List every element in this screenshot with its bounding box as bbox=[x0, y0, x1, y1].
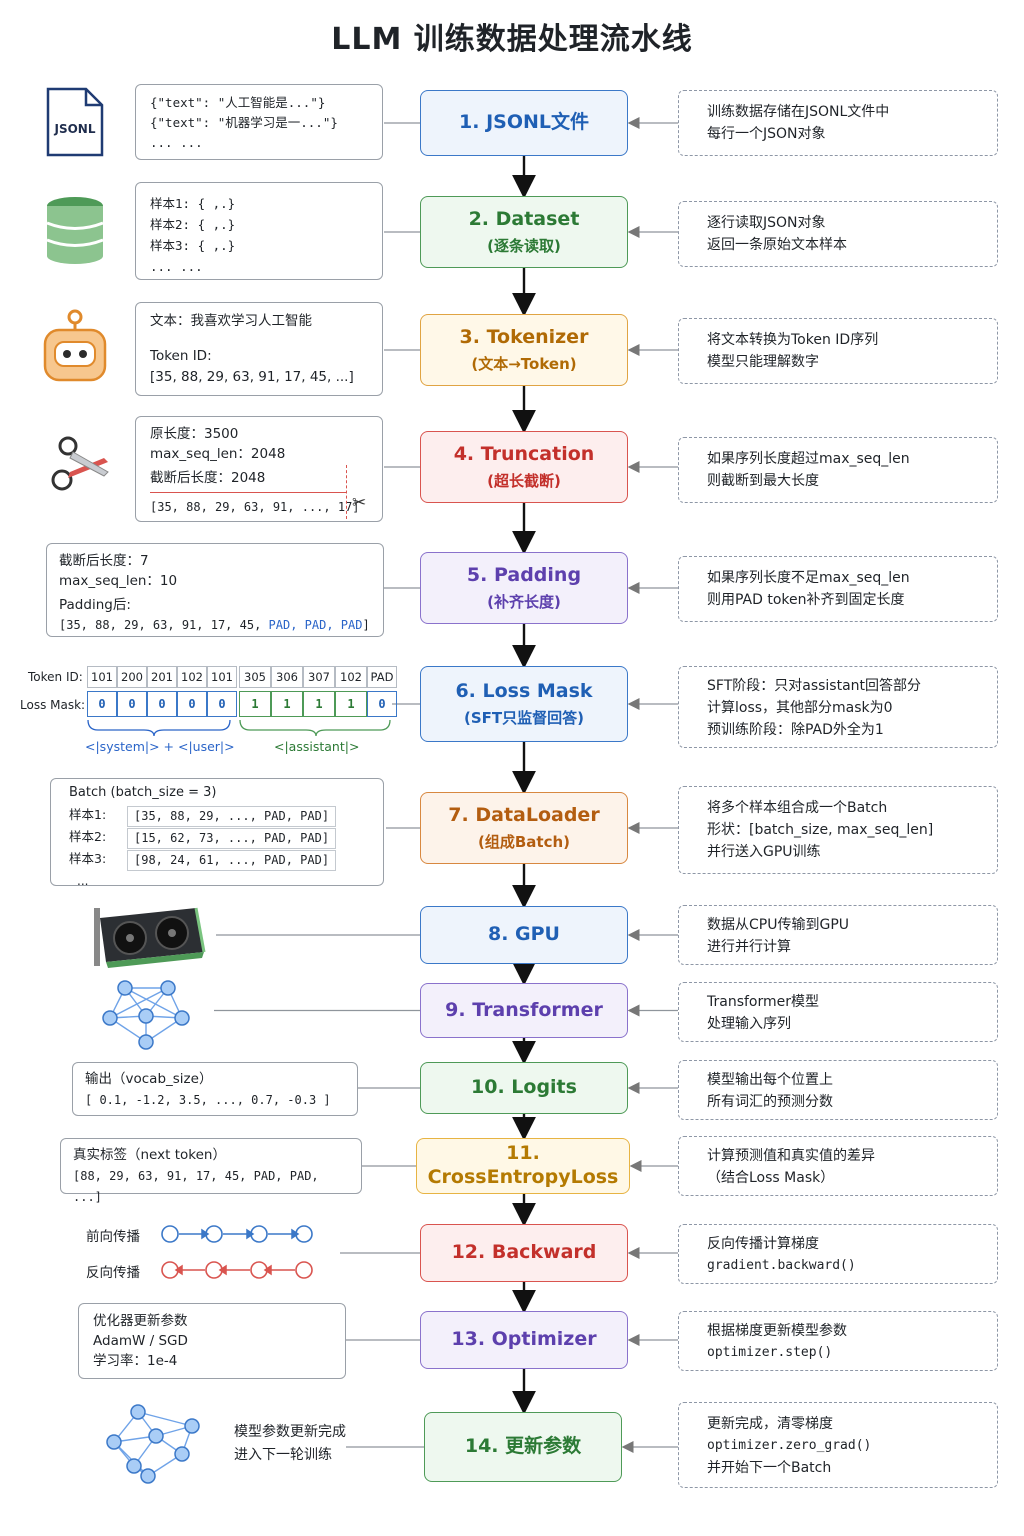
gpu-card-icon bbox=[92, 900, 212, 976]
padding-sample-box: 截断后长度：7 max_seq_len：10 Padding后: [35, 88… bbox=[46, 543, 384, 637]
batch-row-values: [98, 24, 61, ..., PAD, PAD] bbox=[127, 850, 337, 871]
scissors-icon bbox=[48, 432, 112, 500]
tokenizer-sample-box: 文本：我喜欢学习人工智能 Token ID: [35, 88, 29, 63, … bbox=[135, 302, 383, 396]
loss-mask-cell: 0 bbox=[87, 691, 117, 717]
batch-row-label: 样本2: bbox=[69, 829, 107, 844]
loss-mask-cell: 1 bbox=[271, 691, 303, 717]
label-box: 真实标签（next token） [88, 29, 63, 91, 17, 45… bbox=[60, 1138, 362, 1204]
stage-update-params: 14. 更新参数 bbox=[424, 1412, 622, 1482]
desc-logits: 模型输出每个位置上所有词汇的预测分数 bbox=[678, 1060, 998, 1120]
desc-jsonl: 训练数据存储在JSONL文件中每行一个JSON对象 bbox=[678, 90, 998, 156]
batch-row: 样本2: [15, 62, 73, ..., PAD, PAD] bbox=[69, 828, 373, 849]
batch-row-label: 样本1: bbox=[69, 807, 107, 822]
cut-icon: ✂ bbox=[352, 493, 367, 513]
stage-tokenizer: 3. Tokenizer(文本→Token) bbox=[420, 314, 628, 386]
dataset-sample-box: 样本1: { ,.}样本2: { ,.}样本3: { ,.}... ... bbox=[135, 182, 383, 280]
mask-group-braces bbox=[87, 719, 391, 737]
token-id-cell: 102 bbox=[177, 666, 207, 688]
logits-output-box: 输出（vocab_size） [ 0.1, -1.2, 3.5, ..., 0.… bbox=[72, 1062, 358, 1116]
batch-row: 样本1: [35, 88, 29, ..., PAD, PAD] bbox=[69, 806, 373, 827]
stage-jsonl: 1. JSONL文件 bbox=[420, 90, 628, 156]
loss-mask-cell: 1 bbox=[303, 691, 335, 717]
batch-row-values: [35, 88, 29, ..., PAD, PAD] bbox=[127, 806, 337, 827]
loss-mask-label: Loss Mask: bbox=[20, 698, 86, 712]
forward-label: 前向传播 bbox=[86, 1229, 140, 1245]
token-id-cell: 305 bbox=[239, 666, 271, 688]
token-id-cell: 200 bbox=[117, 666, 147, 688]
stage-logits: 10. Logits bbox=[420, 1062, 628, 1114]
stage-backward: 12. Backward bbox=[420, 1224, 628, 1282]
token-id-cell: 101 bbox=[87, 666, 117, 688]
loss-mask-cell: 0 bbox=[147, 691, 177, 717]
backward-label: 反向传播 bbox=[86, 1265, 140, 1281]
token-id-cell: PAD bbox=[367, 666, 397, 688]
desc-cross-entropy: 计算预测值和真实值的差异（结合Loss Mask） bbox=[678, 1136, 998, 1196]
stage-padding: 5. Padding(补齐长度) bbox=[420, 552, 628, 624]
robot-icon bbox=[42, 308, 108, 386]
token-id-cell: 101 bbox=[207, 666, 237, 688]
desc-dataset: 逐行读取JSON对象返回一条原始文本样本 bbox=[678, 201, 998, 267]
loss-mask-cell: 1 bbox=[335, 691, 367, 717]
loss-mask-cell: 0 bbox=[117, 691, 147, 717]
jsonl-icon-label: JSONL bbox=[54, 122, 96, 136]
group-system-user: <|system|> + <|user|> bbox=[85, 739, 235, 754]
stage-cross-entropy: 11. CrossEntropyLoss bbox=[416, 1138, 630, 1194]
stage-optimizer: 13. Optimizer bbox=[420, 1311, 628, 1369]
batch-row: 样本3: [98, 24, 61, ..., PAD, PAD] bbox=[69, 850, 373, 871]
batch-row-label: 样本3: bbox=[69, 851, 107, 866]
token-id-label: Token ID: bbox=[28, 670, 83, 684]
propagation-diagram bbox=[161, 1225, 313, 1279]
desc-tokenizer: 将文本转换为Token ID序列模型只能理解数字 bbox=[678, 318, 998, 384]
token-id-cell: 306 bbox=[271, 666, 303, 688]
token-id-cell: 102 bbox=[335, 666, 367, 688]
updated-network-icon bbox=[100, 1404, 204, 1488]
page-title: LLM 训练数据处理流水线 bbox=[331, 22, 693, 57]
network-icon bbox=[100, 978, 190, 1058]
jsonl-file-icon: JSONL bbox=[44, 86, 106, 158]
stage-truncation: 4. Truncation(超长截断) bbox=[420, 431, 628, 503]
group-assistant: <|assistant|> bbox=[274, 739, 360, 754]
loss-mask-cell: 1 bbox=[239, 691, 271, 717]
loss-mask-cell: 0 bbox=[367, 691, 397, 717]
jsonl-sample-box: {"text": "人工智能是..."}{"text": "机器学习是一..."… bbox=[135, 84, 383, 160]
stage-loss-mask: 6. Loss Mask(SFT只监督回答) bbox=[420, 666, 628, 742]
stage-gpu: 8. GPU bbox=[420, 906, 628, 964]
stage-dataloader: 7. DataLoader(组成Batch) bbox=[420, 792, 628, 864]
database-icon bbox=[44, 196, 106, 268]
truncation-sample-box: 原长度：3500 max_seq_len：2048 截断后长度：2048 [35… bbox=[135, 416, 383, 522]
desc-transformer: Transformer模型处理输入序列 bbox=[678, 982, 998, 1042]
batch-box: Batch (batch_size = 3) 样本1:[35, 88, 29, … bbox=[50, 778, 384, 888]
pad-tokens: PAD, PAD, PAD bbox=[268, 618, 363, 632]
loss-mask-cell: 0 bbox=[177, 691, 207, 717]
loss-mask-cell: 0 bbox=[207, 691, 237, 717]
batch-row-values: [15, 62, 73, ..., PAD, PAD] bbox=[127, 828, 337, 849]
update-note: 模型参数更新完成进入下一轮训练 bbox=[234, 1424, 346, 1463]
token-id-cell: 201 bbox=[147, 666, 177, 688]
token-id-cell: 307 bbox=[303, 666, 335, 688]
stage-dataset: 2. Dataset(逐条读取) bbox=[420, 196, 628, 268]
stage-transformer: 9. Transformer bbox=[420, 983, 628, 1038]
